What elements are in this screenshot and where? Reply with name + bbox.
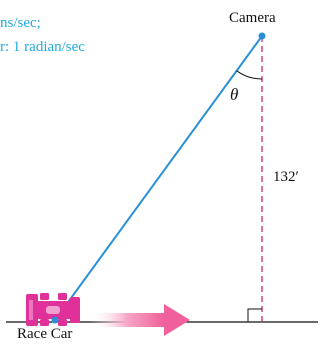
- angle-label: θ: [230, 85, 239, 104]
- race-car-icon: [26, 293, 80, 326]
- motion-arrow: [90, 304, 190, 336]
- info-text-line-1: ns/sec;: [0, 15, 41, 31]
- sight-line: [54, 35, 263, 321]
- camera-label: Camera: [229, 10, 276, 26]
- info-text-line-2: r: 1 radian/sec: [0, 39, 85, 55]
- distance-label: 132′: [273, 169, 299, 185]
- right-angle-marker: [247, 308, 262, 322]
- camera-point: [258, 32, 266, 40]
- car-point: [51, 316, 59, 324]
- race-car-label: Race Car: [17, 326, 73, 342]
- angle-arc: [236, 70, 263, 80]
